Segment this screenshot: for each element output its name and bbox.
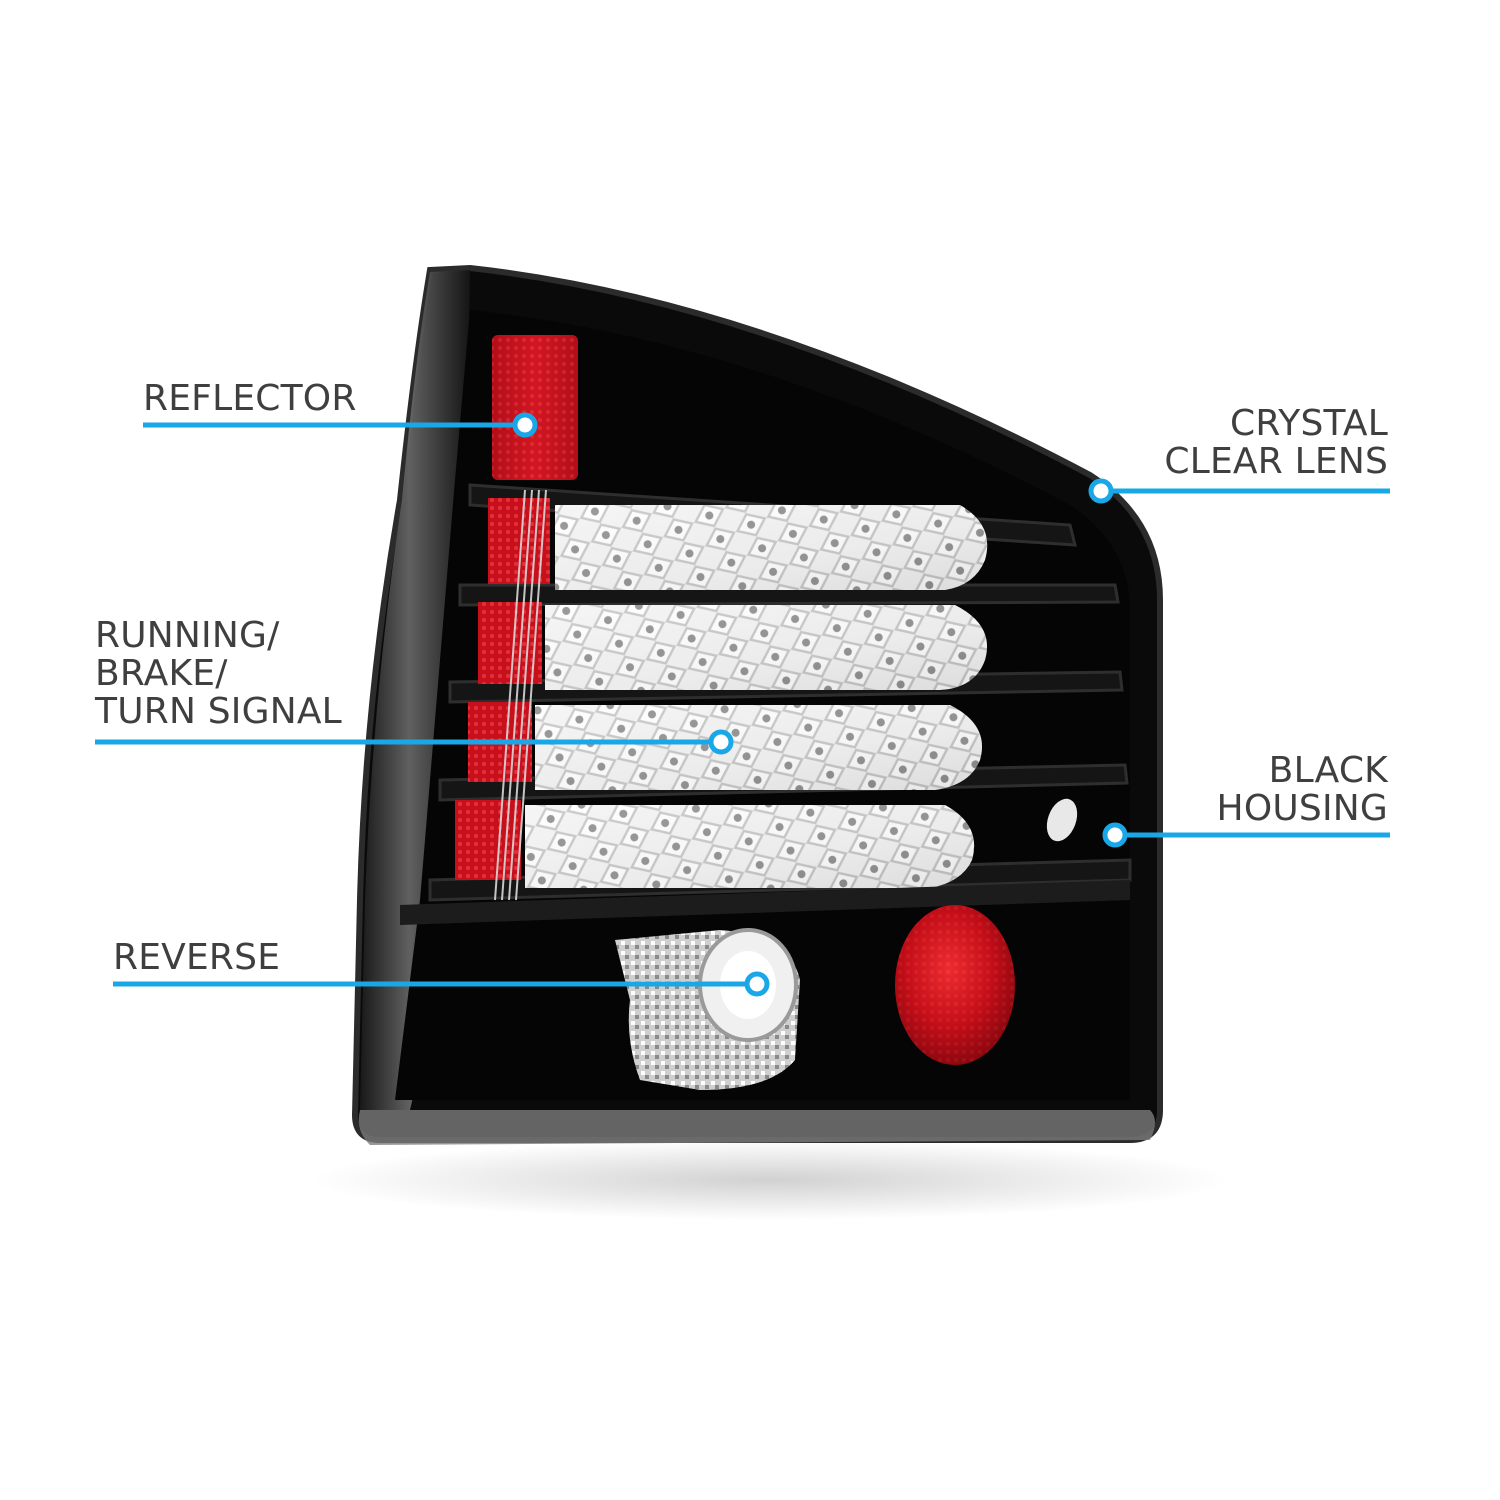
running-marker-dot bbox=[708, 729, 734, 755]
lens-marker-dot bbox=[1088, 478, 1114, 504]
reflector-marker-dot bbox=[512, 412, 538, 438]
running-brake-turn-label: RUNNING/ BRAKE/ TURN SIGNAL bbox=[95, 615, 342, 732]
black-housing-label: BLACK HOUSING bbox=[1216, 750, 1388, 829]
housing-marker-dot bbox=[1102, 822, 1128, 848]
reverse-label: REVERSE bbox=[113, 937, 281, 978]
crystal-clear-lens-label: CRYSTAL CLEAR LENS bbox=[1164, 403, 1388, 482]
reflector-label: REFLECTOR bbox=[143, 378, 357, 419]
reverse-marker-dot bbox=[744, 971, 770, 997]
